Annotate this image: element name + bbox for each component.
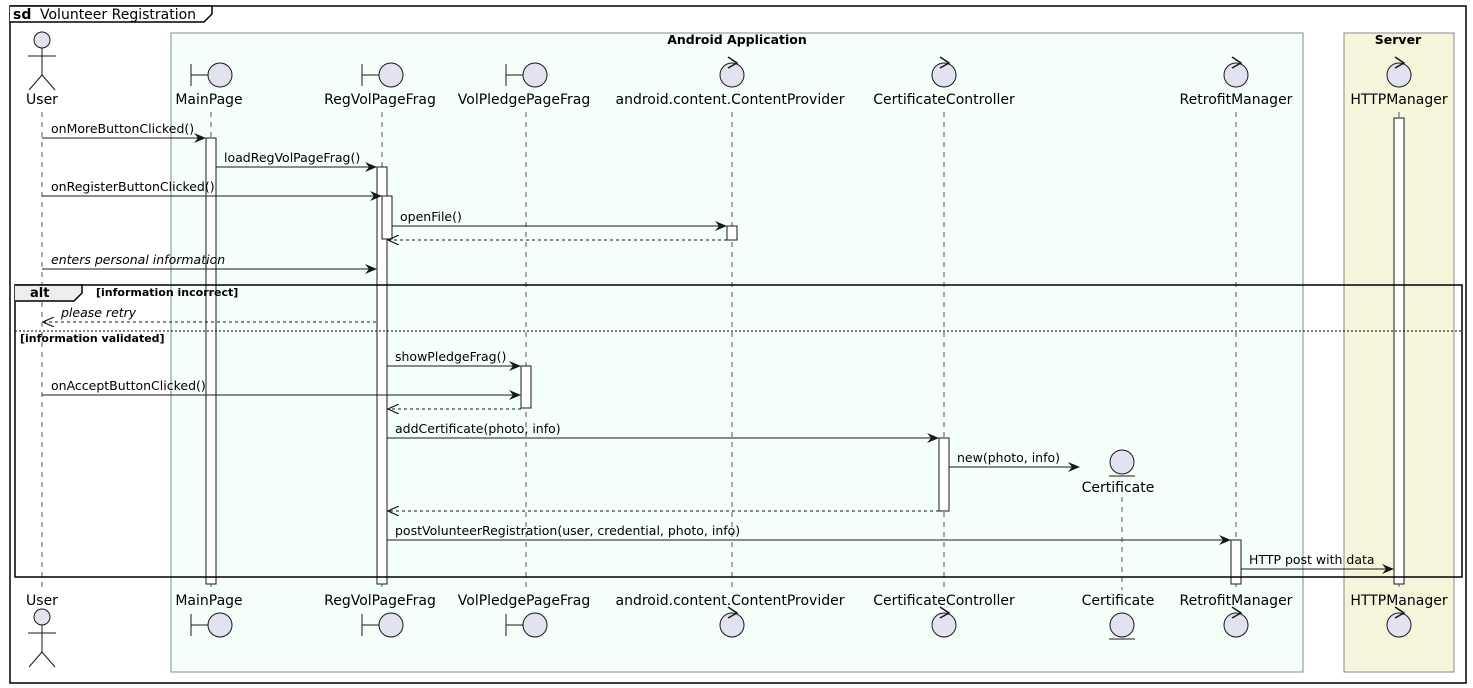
alt-keyword: alt (30, 286, 49, 301)
participant-label: HTTPManager (1350, 92, 1447, 108)
message-label-11: postVolunteerRegistration(user, credenti… (395, 523, 740, 538)
diagram-frame (9, 5, 1467, 684)
frame-keyword: sd (13, 7, 31, 23)
participant-label: HTTPManager (1350, 593, 1447, 609)
boundary-icon (190, 62, 233, 88)
android-app-box-title: Android Application (667, 32, 807, 47)
control-icon (1223, 606, 1249, 638)
participant-label: RetrofitManager (1180, 593, 1293, 609)
participant-label: CertificateController (873, 593, 1015, 609)
boundary-icon (190, 612, 233, 638)
activation-mainpage (205, 137, 217, 585)
actor-icon (28, 608, 56, 668)
participant-provider-top: android.content.ContentProvider (616, 56, 845, 108)
participant-mainpage-bottom: MainPage (175, 593, 243, 638)
boundary-icon (361, 612, 404, 638)
activation-provider (726, 225, 738, 241)
participant-volpledge-bottom: VolPledgePageFrag (458, 593, 590, 638)
message-label-7: showPledgeFrag() (395, 349, 506, 364)
participant-certctrl-bottom: CertificateController (873, 593, 1015, 638)
participant-regvol-top: RegVolPageFrag (324, 62, 436, 108)
entity-icon (1109, 449, 1135, 477)
participant-label: RegVolPageFrag (324, 593, 436, 609)
control-icon (1223, 56, 1249, 88)
entity-icon (1109, 612, 1135, 640)
boundary-icon (505, 612, 548, 638)
participant-label: VolPledgePageFrag (458, 92, 590, 108)
boundary-icon (361, 62, 404, 88)
participant-provider-bottom: android.content.ContentProvider (616, 593, 845, 638)
participant-certctrl-top: CertificateController (873, 56, 1015, 108)
alt-guard-1: [information incorrect] (96, 286, 238, 299)
activation-regvol (376, 166, 388, 585)
message-label-2: loadRegVolPageFrag() (224, 150, 360, 165)
participant-label: RegVolPageFrag (324, 92, 436, 108)
participant-label: CertificateController (873, 92, 1015, 108)
participant-label: MainPage (175, 593, 242, 609)
frame-tab (10, 5, 213, 23)
alt-fragment (14, 284, 1463, 578)
control-icon (931, 56, 957, 88)
participant-label: Certificate (1082, 480, 1155, 496)
participant-retrofit-bottom: RetrofitManager (1180, 593, 1293, 638)
participant-certificate-bottom: Certificate (1082, 593, 1155, 640)
participant-label: android.content.ContentProvider (616, 92, 845, 108)
message-label-3: onRegisterButtonClicked() (51, 179, 215, 194)
participant-label: android.content.ContentProvider (616, 593, 845, 609)
actor-icon (28, 31, 56, 91)
activation-regvol-nested (381, 195, 393, 240)
participant-mainpage-top: MainPage (175, 62, 243, 108)
control-icon (719, 606, 745, 638)
participant-certificate-created: Certificate (1082, 449, 1155, 496)
activation-http (1393, 117, 1405, 585)
message-label-9: addCertificate(photo, info) (395, 421, 561, 436)
alt-fragment-tab (15, 284, 83, 302)
participant-user-top: User (26, 31, 58, 108)
boundary-icon (505, 62, 548, 88)
activation-certctrl (938, 437, 950, 512)
control-icon (1386, 606, 1412, 638)
participant-volpledge-top: VolPledgePageFrag (458, 62, 590, 108)
message-label-8: onAcceptButtonClicked() (51, 378, 206, 393)
frame-title: Volunteer Registration (40, 7, 196, 23)
message-label-1: onMoreButtonClicked() (51, 121, 194, 136)
message-label-12: HTTP post with data (1249, 552, 1375, 567)
message-label-4: openFile() (400, 209, 462, 224)
message-label-10: new(photo, info) (957, 450, 1060, 465)
android-app-box (170, 32, 1304, 673)
activation-retrofit (1230, 539, 1242, 585)
control-icon (719, 56, 745, 88)
participant-http-bottom: HTTPManager (1350, 593, 1448, 638)
server-box-title: Server (1375, 32, 1422, 47)
activation-volpledge (520, 365, 532, 409)
participant-regvol-bottom: RegVolPageFrag (324, 593, 436, 638)
participant-http-top: HTTPManager (1350, 56, 1448, 108)
message-label-6: please retry (60, 305, 137, 320)
participant-retrofit-top: RetrofitManager (1180, 56, 1293, 108)
control-icon (1386, 56, 1412, 88)
participant-label: MainPage (175, 92, 242, 108)
alt-guard-2: [information validated] (20, 332, 165, 345)
participant-label: VolPledgePageFrag (458, 593, 590, 609)
participant-label: User (26, 92, 58, 108)
participant-user-bottom: User (26, 593, 58, 668)
message-label-5: enters personal information (51, 252, 225, 267)
participant-label: RetrofitManager (1180, 92, 1293, 108)
control-icon (931, 606, 957, 638)
participant-label: User (26, 593, 58, 609)
participant-label: Certificate (1082, 593, 1155, 609)
